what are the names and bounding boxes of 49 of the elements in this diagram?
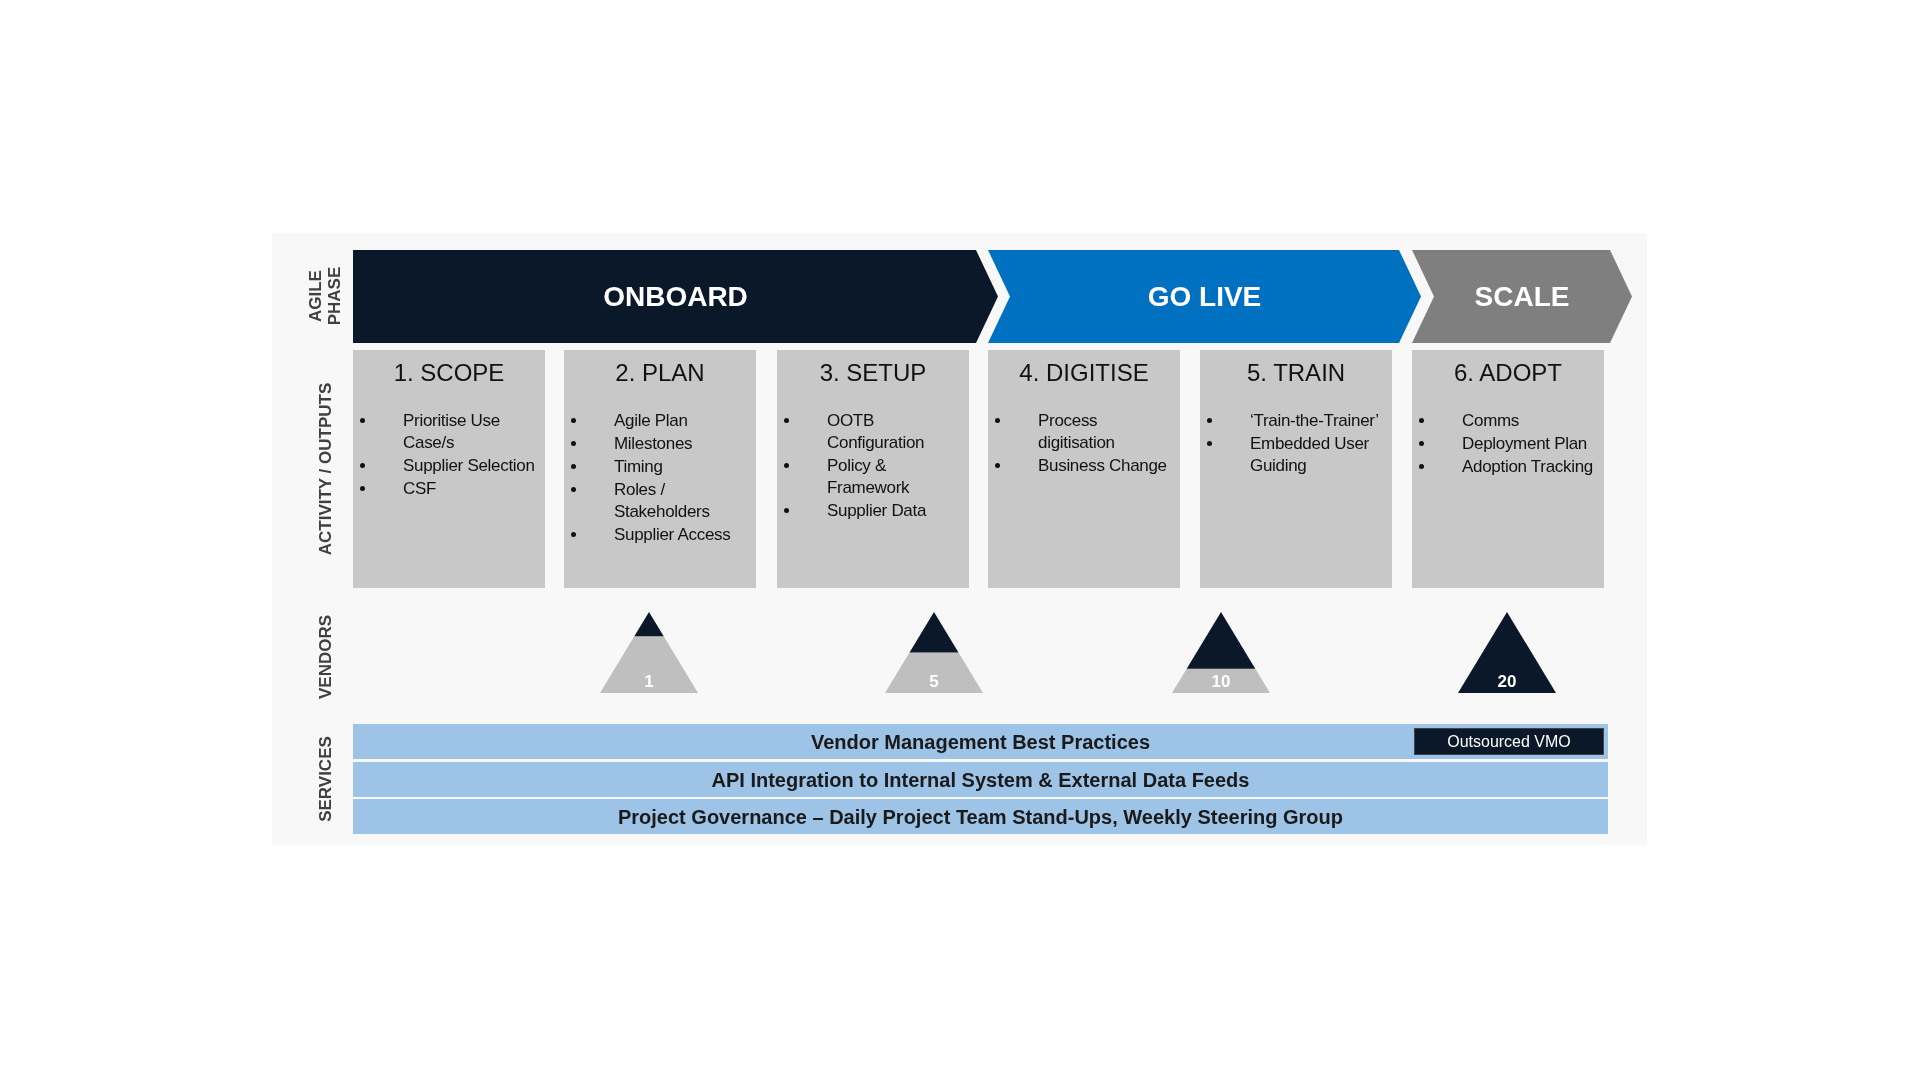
bullet-text: Agile Plan <box>614 410 688 432</box>
bullet-text: Policy & Framework <box>827 455 911 499</box>
card-heading: 3. SETUP <box>818 358 928 388</box>
row-label: SERVICES <box>314 735 336 824</box>
service-bar <box>353 762 1608 797</box>
bullet-text: Supplier Data <box>827 500 927 522</box>
bullet-text: Adoption Tracking <box>1462 456 1593 478</box>
activity-card <box>777 350 969 588</box>
bullet-text: Timing <box>614 456 663 478</box>
bullet-text: Process digitisation <box>1038 410 1116 454</box>
bullet-text: OOTB Configuration <box>827 410 926 454</box>
activity-card <box>1412 350 1604 588</box>
card-heading: 6. ADOPT <box>1452 358 1563 388</box>
row-label: AGILE PHASE <box>305 265 345 328</box>
activity-card <box>564 350 756 588</box>
tag-box <box>1414 728 1604 755</box>
service-bar <box>353 724 1608 759</box>
phase-title: ONBOARD <box>603 279 748 314</box>
card-heading: 4. DIGITISE <box>1018 358 1150 388</box>
card-heading: 5. TRAIN <box>1245 358 1347 388</box>
service-text: API Integration to Internal System & External Data Feeds <box>711 767 1250 793</box>
phase-title: SCALE <box>1474 279 1570 314</box>
card-heading: 1. SCOPE <box>392 358 506 388</box>
bullet-text: Business Change <box>1038 455 1167 477</box>
row-label: ACTIVITY / OUTPUTS <box>314 381 336 558</box>
activity-card <box>353 350 545 588</box>
service-bar <box>353 799 1608 834</box>
bullet-text: Prioritise Use Case/s <box>403 410 501 454</box>
service-text: Vendor Management Best Practices <box>811 729 1150 755</box>
vendor-count: 1 <box>644 673 654 690</box>
bullet-text: Comms <box>1462 410 1520 432</box>
bullet-text: Milestones <box>614 433 693 455</box>
vendor-count: 20 <box>1497 673 1517 690</box>
row-label: VENDORS <box>314 613 336 702</box>
card-heading: 2. PLAN <box>614 358 706 388</box>
bullet-text: Supplier Access <box>614 524 731 546</box>
activity-card <box>988 350 1180 588</box>
activity-card <box>1200 350 1392 588</box>
service-text: Project Governance – Daily Project Team Stand-Ups, Weekly Steering Group <box>617 804 1343 830</box>
phase-title: GO LIVE <box>1147 279 1262 314</box>
vendor-count: 5 <box>929 673 939 690</box>
tag-text: Outsourced VMO <box>1447 731 1571 752</box>
bullet-text: Deployment Plan <box>1462 433 1587 455</box>
bullet-text: Embedded User Guiding <box>1250 433 1370 477</box>
vendor-count: 10 <box>1211 673 1231 690</box>
bullet-text: ‘Train-the-Trainer’ <box>1250 410 1379 432</box>
bullet-text: Supplier Selection <box>403 455 535 477</box>
bullet-text: Roles / Stakeholders <box>614 479 711 523</box>
bullet-text: CSF <box>403 478 437 500</box>
